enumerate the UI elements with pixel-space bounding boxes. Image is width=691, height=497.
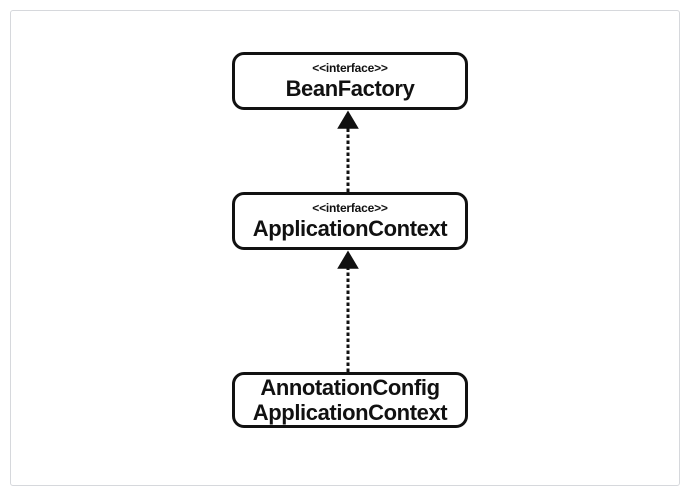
class-name-line-2: ApplicationContext [252, 400, 448, 425]
stereotype-label: <<interface>> [312, 61, 388, 75]
class-name-label: AnnotationConfig ApplicationContext [252, 375, 448, 425]
uml-node-applicationcontext[interactable]: <<interface>> ApplicationContext [232, 192, 468, 250]
class-name-line-1: AnnotationConfig [260, 375, 440, 400]
uml-node-beanfactory[interactable]: <<interface>> BeanFactory [232, 52, 468, 110]
class-name-label: ApplicationContext [252, 216, 448, 241]
stereotype-label: <<interface>> [312, 201, 388, 215]
uml-node-annotationconfigapplicationcontext[interactable]: AnnotationConfig ApplicationContext [232, 372, 468, 428]
class-name-label: BeanFactory [285, 76, 415, 101]
